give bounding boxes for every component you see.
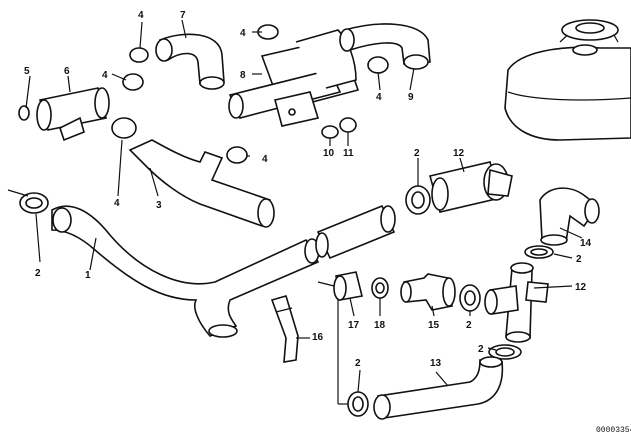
callout-labels: 1 2 2 2 2 2 2 3 4 4 4 4 4 4 5 6 7 8 9 10… bbox=[24, 10, 631, 435]
callout-4: 4 bbox=[114, 198, 120, 209]
callout-4: 4 bbox=[376, 92, 382, 103]
elbow-part-14 bbox=[539, 187, 600, 246]
hose-part-3 bbox=[128, 139, 275, 228]
ring-part-16 bbox=[371, 277, 389, 299]
callout-2: 2 bbox=[478, 344, 484, 355]
fitting-part-12-upper bbox=[405, 161, 513, 215]
hose-connector-middle bbox=[315, 204, 396, 260]
callout-2: 2 bbox=[576, 254, 582, 265]
hose-part-13 bbox=[373, 356, 504, 420]
callout-13: 13 bbox=[430, 358, 442, 369]
clamp-part-2-right bbox=[524, 245, 554, 259]
heater-valve-part-8 bbox=[228, 29, 360, 127]
fitting-part-12-lower bbox=[484, 262, 549, 343]
clamp-part-2-lower bbox=[488, 344, 522, 360]
leader-lines bbox=[25, 19, 583, 405]
fitting-part-17 bbox=[317, 271, 363, 301]
hose-part-9 bbox=[339, 23, 431, 70]
callout-2: 2 bbox=[466, 320, 472, 331]
callout-9: 9 bbox=[408, 92, 414, 103]
callout-14: 14 bbox=[580, 238, 592, 249]
clamp-part-4-upper bbox=[111, 24, 389, 164]
clamp-part-2-middle bbox=[459, 284, 481, 312]
callout-11: 11 bbox=[343, 148, 354, 159]
callout-1: 1 bbox=[85, 270, 91, 281]
callout-3: 3 bbox=[156, 200, 162, 211]
callout-10: 10 bbox=[323, 148, 335, 159]
callout-18: 18 bbox=[374, 320, 386, 331]
hose-part-1 bbox=[51, 205, 320, 338]
bracket-part-18 bbox=[270, 295, 299, 363]
hose-part-7 bbox=[155, 33, 225, 90]
callout-2: 2 bbox=[414, 148, 420, 159]
tank-part bbox=[504, 19, 631, 141]
clamp-part-2-left bbox=[7, 189, 49, 214]
callout-7: 7 bbox=[180, 10, 186, 21]
callout-6: 6 bbox=[64, 66, 70, 77]
callout-12: 12 bbox=[453, 148, 465, 159]
callout-16: 16 bbox=[312, 332, 324, 343]
callout-8: 8 bbox=[240, 70, 246, 81]
callout-15: 15 bbox=[428, 320, 440, 331]
callout-4: 4 bbox=[138, 10, 144, 21]
callout-4: 4 bbox=[102, 70, 108, 81]
hose-part-6 bbox=[18, 87, 110, 142]
callout-4: 4 bbox=[240, 28, 246, 39]
nut-part-10-11 bbox=[321, 117, 357, 139]
callout-17: 17 bbox=[348, 320, 360, 331]
reducer-part-15 bbox=[400, 273, 456, 311]
callout-12: 12 bbox=[575, 282, 587, 293]
clamp-part-2-bottom bbox=[347, 391, 369, 417]
callout-2: 2 bbox=[35, 268, 41, 279]
callout-2: 2 bbox=[355, 358, 361, 369]
callout-4: 4 bbox=[262, 154, 268, 165]
reference-code: 00003354 bbox=[596, 426, 631, 434]
callout-5: 5 bbox=[24, 66, 30, 77]
